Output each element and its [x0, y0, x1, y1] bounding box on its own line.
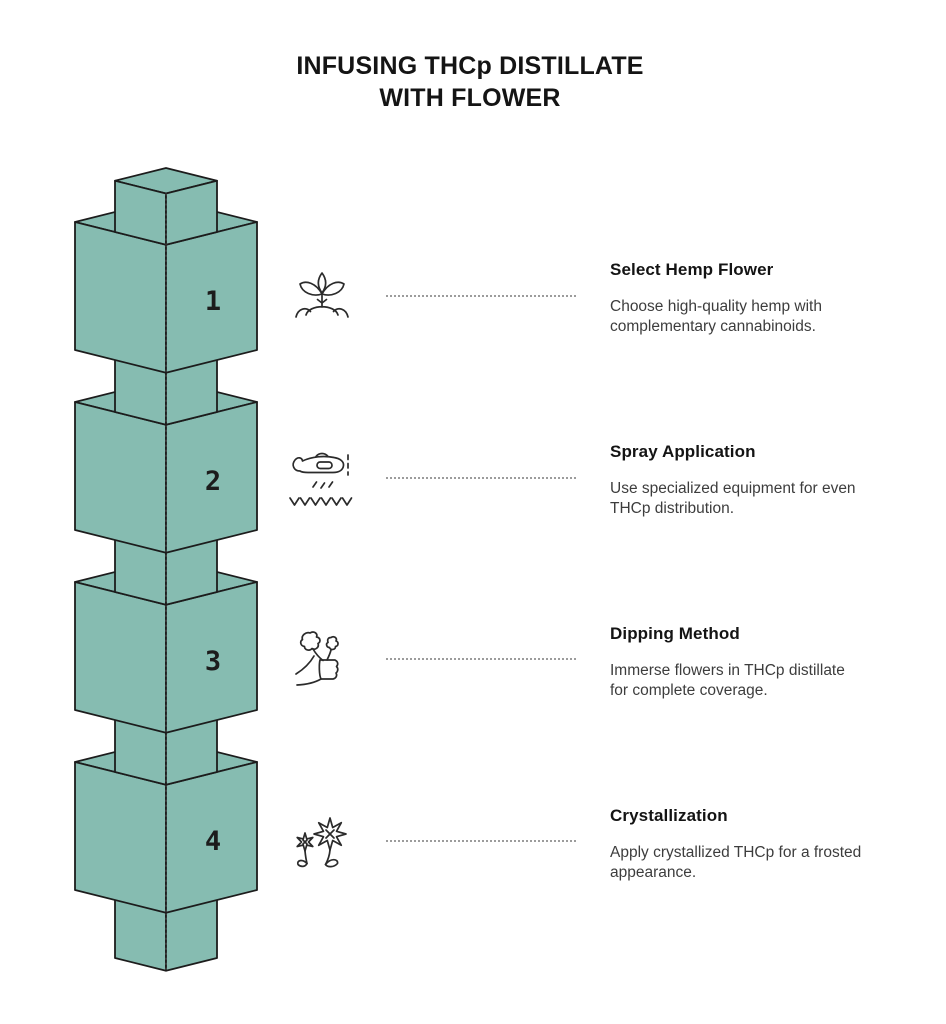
step-1-description-line-1: Choose high-quality hemp with: [610, 298, 822, 315]
hand-holding-flowers-icon: [286, 626, 358, 694]
step-3-heading: Dipping Method: [610, 624, 740, 643]
page-title-line-2: WITH FLOWER: [379, 84, 561, 112]
step-3-number: 3: [204, 646, 222, 677]
step-2-description-line-2: THCp distribution.: [610, 500, 735, 517]
seedling-icon: [286, 263, 358, 331]
step-4-description: Apply crystallized THCp for a frosted ap…: [610, 843, 915, 883]
step-4-number: 4: [204, 826, 222, 857]
step-2-description-line-1: Use specialized equipment for even: [610, 480, 856, 497]
step-3-text-block: Dipping Method Immerse flowers in THCp d…: [610, 624, 915, 701]
step-1-description: Choose high-quality hemp with complement…: [610, 297, 915, 337]
step-1-heading: Select Hemp Flower: [610, 260, 774, 279]
step-1-text-block: Select Hemp Flower Choose high-quality h…: [610, 260, 915, 337]
crop-duster-plane-icon: [286, 444, 358, 512]
leader-dotted-line-4: [386, 840, 576, 842]
page-title-line-1: INFUSING THCp DISTILLATE: [296, 52, 644, 80]
crystal-flowers-icon: [286, 808, 358, 876]
step-3-description-line-2: for complete coverage.: [610, 682, 768, 699]
step-4-text-block: Crystallization Apply crystallized THCp …: [610, 806, 915, 883]
step-4-heading: Crystallization: [610, 806, 728, 825]
step-1-number: 1: [204, 286, 222, 317]
step-3-description: Immerse flowers in THCp distillate for c…: [610, 661, 915, 701]
leader-dotted-line-2: [386, 477, 576, 479]
step-2-heading: Spray Application: [610, 442, 756, 461]
leader-dotted-line-1: [386, 295, 576, 297]
step-3-description-line-1: Immerse flowers in THCp distillate: [610, 662, 845, 679]
isometric-cube-tower: [74, 167, 258, 972]
page-title: INFUSING THCp DISTILLATE WITH FLOWER: [233, 50, 707, 114]
step-4-description-line-1: Apply crystallized THCp for a frosted: [610, 844, 862, 861]
step-1-description-line-2: complementary cannabinoids.: [610, 318, 816, 335]
leader-dotted-line-3: [386, 658, 576, 660]
step-2-number: 2: [204, 466, 222, 497]
step-4-description-line-2: appearance.: [610, 864, 697, 881]
top-connector-cube: [114, 167, 218, 246]
step-2-description: Use specialized equipment for even THCp …: [610, 479, 915, 519]
step-2-text-block: Spray Application Use specialized equipm…: [610, 442, 915, 519]
